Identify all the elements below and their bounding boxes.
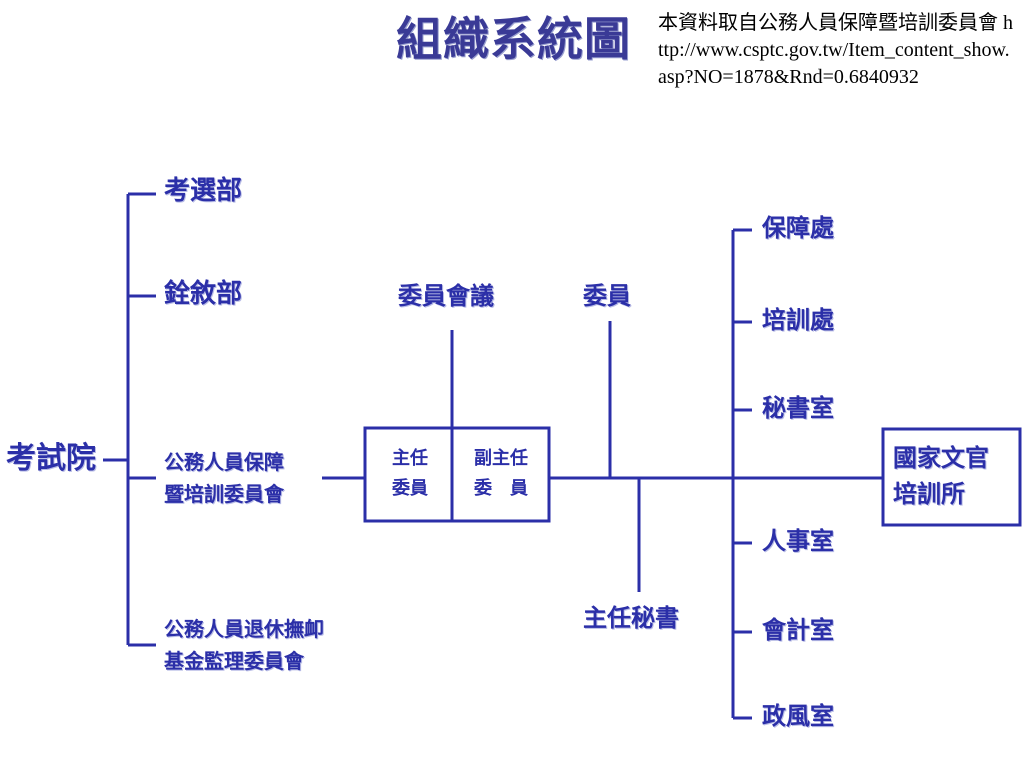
node-chief-secretary: 主任秘書: [583, 604, 679, 632]
protection-committee-line1: 公務人員保障: [164, 450, 284, 474]
node-civil-service-academy: 國家文官 培訓所: [893, 440, 989, 512]
node-secretariat: 秘書室: [762, 394, 834, 422]
vice-chair-line2: 委 員: [474, 478, 528, 499]
node-ethics-office: 政風室: [762, 702, 834, 730]
pension-committee-line2: 基金監理委員會: [164, 649, 304, 673]
node-members: 委員: [583, 282, 631, 310]
node-training-dept: 培訓處: [762, 306, 834, 334]
node-pension-committee: 公務人員退休撫卹 基金監理委員會: [164, 613, 374, 677]
node-vice-chair: 副主任 委 員: [458, 444, 544, 504]
pension-committee-line1: 公務人員退休撫卹: [164, 617, 324, 641]
node-ministry-civil-service: 銓敘部: [164, 279, 243, 309]
chair-line2: 委員: [392, 478, 428, 499]
protection-committee-line2: 暨培訓委員會: [164, 482, 284, 506]
chair-box: [363, 426, 551, 523]
academy-box: [881, 427, 1022, 527]
chair-line1: 主任: [392, 448, 428, 469]
vice-chair-line1: 副主任: [474, 448, 528, 469]
academy-line2: 培訓所: [893, 480, 965, 508]
diagram-title: 組織系統圖: [396, 12, 631, 66]
node-protection-dept: 保障處: [762, 214, 834, 242]
academy-line1: 國家文官: [893, 444, 989, 472]
node-ministry-exam: 考選部: [164, 176, 243, 206]
node-accounting-office: 會計室: [762, 616, 834, 644]
node-protection-committee: 公務人員保障 暨培訓委員會: [164, 446, 324, 510]
node-chair: 主任 委員: [378, 444, 442, 504]
source-note: 本資料取自公務人員保障暨培訓委員會 http://www.csptc.gov.t…: [658, 12, 1013, 88]
node-committee-meeting: 委員會議: [398, 282, 494, 310]
node-personnel-office: 人事室: [762, 527, 834, 555]
node-examination-yuan: 考試院: [6, 441, 96, 476]
